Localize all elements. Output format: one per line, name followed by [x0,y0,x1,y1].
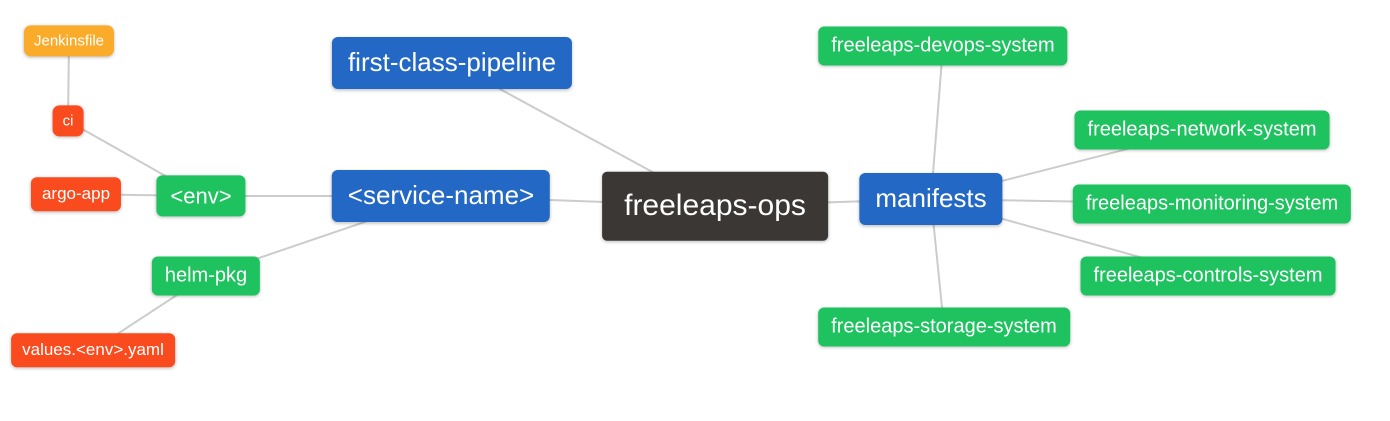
node-freeleaps-devops-system[interactable]: freeleaps-devops-system [818,26,1068,66]
node-service-name[interactable]: <service-name> [331,170,551,222]
node-env[interactable]: <env> [156,175,246,217]
node-argo-app[interactable]: argo-app [30,177,122,211]
node-freeleaps-network-system[interactable]: freeleaps-network-system [1074,110,1330,150]
node-helm-pkg[interactable]: helm-pkg [151,256,261,296]
node-freeleaps-storage-system[interactable]: freeleaps-storage-system [818,307,1070,347]
node-manifests[interactable]: manifests [859,173,1003,225]
node-freeleaps-controls-system[interactable]: freeleaps-controls-system [1080,256,1336,296]
node-freeleaps-ops-root[interactable]: freeleaps-ops [602,171,828,241]
node-freeleaps-monitoring-system[interactable]: freeleaps-monitoring-system [1072,184,1352,224]
node-first-class-pipeline[interactable]: first-class-pipeline [331,37,573,89]
node-jenkinsfile[interactable]: Jenkinsfile [23,25,115,57]
node-values-env-yaml[interactable]: values.<env>.yaml [11,333,175,367]
node-ci[interactable]: ci [52,105,84,137]
